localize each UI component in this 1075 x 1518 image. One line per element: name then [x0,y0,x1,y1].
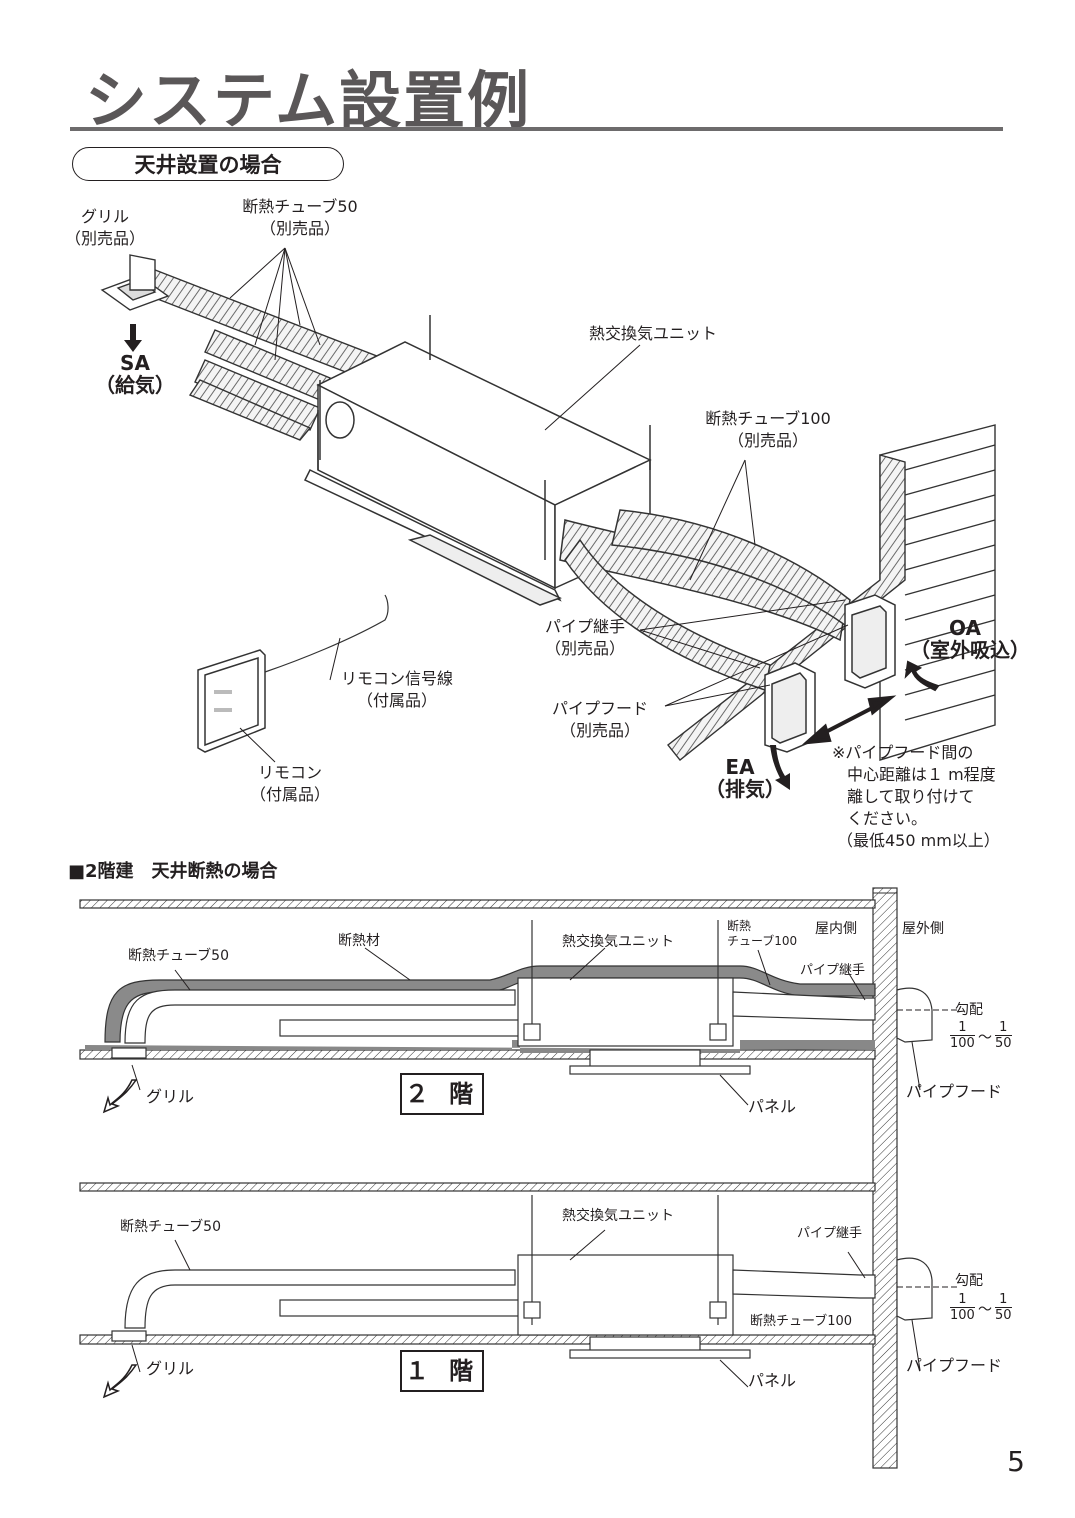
f1-pipe-joint-label: パイプ継手 [797,1226,863,1241]
tube100-label: 断熱チューブ100（別売品） [705,409,831,450]
floor2-structure [79,899,933,1075]
outer-wall [872,887,898,1469]
ceiling-install-illustration [100,247,996,790]
f2-pipe-joint-label: パイプ継手 [800,963,866,978]
title-rule [70,127,1003,131]
floor1-leaders [131,1229,960,1388]
f1-floor-label: １ 階 [400,1350,484,1392]
tube50-label: 断熱チューブ50（別売品） [242,197,358,238]
distance-note: ※パイプフード間の 中心距離は１ m程度 離して取り付けて ください。 （最低4… [832,743,1000,850]
tube100-pair [559,509,851,691]
floor2-grille-arrow [102,1079,138,1114]
f1-tilde: ～ [978,1302,992,1318]
section2-heading: ■2階建 天井断熱の場合 [68,861,278,882]
f2-panel-label: パネル [748,1097,797,1116]
remote-label: リモコン（付属品） [249,763,330,804]
distance-arrow [802,695,897,745]
remote-signal-wire [264,594,389,673]
f2-unit-label: 熱交換気ユニット [562,934,674,950]
page-number: 5 [1007,1445,1025,1478]
oa-arrow [904,660,940,692]
f1-unit-label: 熱交換気ユニット [562,1208,674,1224]
section1-heading: 天井設置の場合 [72,147,344,181]
pipe-joint-label: パイプ継手（別売品） [544,617,625,658]
f2-indoor-label: 屋内側 [815,921,857,937]
f2-tube100-label: 断熱チューブ100 [727,919,798,948]
pipe-hoods [764,594,896,753]
two-storey-diagram [79,887,960,1469]
f1-grille-label: グリル [146,1359,195,1378]
floor1-grille-arrow [102,1364,138,1399]
page-title: システム設置例 [85,64,532,137]
f2-tube50-label: 断熱チューブ50 [128,948,229,964]
remote-controller [197,649,266,753]
pipe-hood-label: パイプフード（別売品） [551,699,648,740]
sa-label: SA（給気） [95,351,175,397]
leader-lines [229,247,849,763]
f2-floor-label: ２ 階 [400,1073,484,1115]
floor2-leaders [131,947,960,1106]
oa-label: OA（室外吸込） [910,616,1030,662]
unit-label: 熱交換気ユニット [588,324,717,343]
ea-label: EA（排気） [705,755,785,801]
f1-tube50-label: 断熱チューブ50 [120,1219,221,1235]
floor1-structure [79,1182,933,1359]
tube50-bundle [141,267,401,441]
grille-unit [100,254,170,311]
f1-panel-label: パネル [748,1371,797,1390]
remote-wire-label: リモコン信号線（付属品） [340,669,453,710]
f2-insulation-label: 断熱材 [338,933,380,949]
f1-slope-label: 勾配 [955,1273,983,1289]
ea-arrow [770,745,790,790]
grille-label: グリル（別売品） [64,207,145,248]
f2-grille-label: グリル [146,1087,195,1106]
sa-arrow [124,324,142,352]
f1-tube100-label: 断熱チューブ100 [750,1314,853,1329]
f2-slope-label: 勾配 [955,1002,983,1018]
f2-tilde: ～ [978,1030,992,1046]
f2-outdoor-label: 屋外側 [902,921,944,937]
heat-exchange-unit [303,315,652,606]
f2-pipe-hood-label: パイプフード [906,1082,1003,1101]
f1-pipe-hood-label: パイプフード [906,1356,1003,1375]
